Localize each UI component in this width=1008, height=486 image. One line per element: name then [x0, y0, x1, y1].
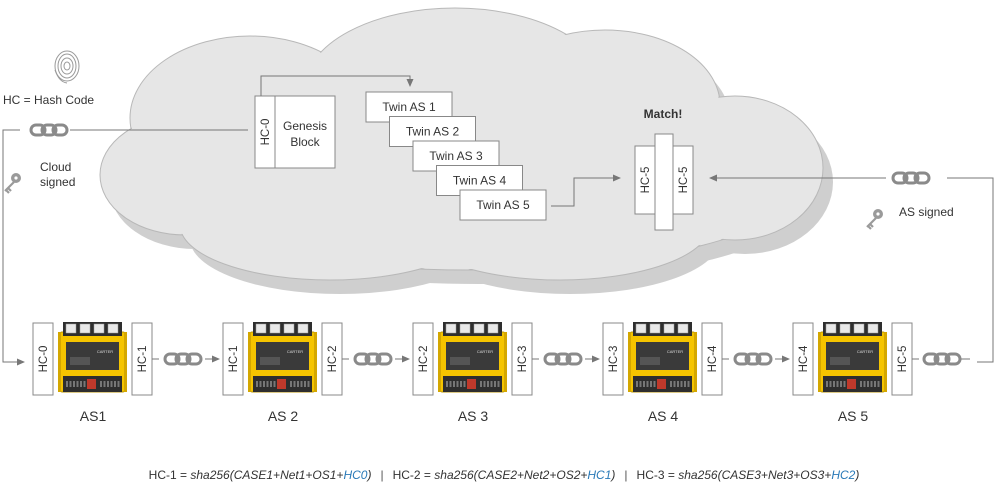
hc-in-box: HC-3 — [602, 322, 624, 396]
twin-label: Twin AS 2 — [406, 125, 460, 139]
as-label: AS 2 — [268, 408, 299, 424]
twin-to-match-arrow — [551, 174, 621, 207]
formula-3: HC-3 = sha256(CASE3+Net3+OS3+HC2) — [636, 468, 860, 482]
match-hc-right: HC-5 — [672, 145, 694, 215]
cloud-signed-label-1: Cloud — [40, 160, 71, 174]
hc-out-box: HC-3 — [511, 322, 533, 396]
twin-label: Twin AS 4 — [453, 174, 507, 188]
hc-in-label: HC-0 — [38, 346, 50, 373]
match-hc-left: HC-5 — [634, 145, 656, 215]
key-icon — [866, 209, 883, 230]
hc-out-label: HC-3 — [517, 346, 529, 373]
match-bar — [654, 133, 674, 231]
as-signed-label: AS signed — [899, 205, 954, 219]
chain-link-icon — [163, 352, 203, 366]
controller-device: CARTER — [248, 322, 317, 393]
hc-in-box: HC-0 — [32, 322, 54, 396]
hc-in-box: HC-4 — [792, 322, 814, 396]
chain-link-icon — [891, 171, 931, 185]
genesis-block: Genesis Block — [274, 95, 336, 169]
hc-out-label: HC-1 — [137, 346, 149, 373]
as-unit: HC-4 CARTER HC-5 AS 5 — [792, 322, 970, 424]
as-label: AS 3 — [458, 408, 489, 424]
hc-out-box: HC-1 — [131, 322, 153, 396]
hc-out-box: HC-2 — [321, 322, 343, 396]
fingerprint-icon — [54, 50, 80, 84]
twin-stack: Twin AS 1 Twin AS 2 Twin AS 3 Twin AS 4 Twin… — [365, 91, 547, 221]
genesis-block-label-2: Block — [290, 135, 320, 149]
controller-device: CARTER — [58, 322, 127, 393]
device-brand: CARTER — [857, 349, 873, 354]
as-unit: HC-3 CARTER HC-4 AS 4 — [602, 322, 790, 424]
cloud-signed-label-2: signed — [40, 175, 75, 189]
twin-label: Twin AS 3 — [429, 149, 483, 163]
key-icon — [4, 173, 21, 194]
device-brand: CARTER — [97, 349, 113, 354]
device-brand: CARTER — [667, 349, 683, 354]
hc-in-label: HC-2 — [418, 346, 430, 373]
chain-link-icon — [733, 352, 773, 366]
genesis-arrow — [260, 75, 414, 96]
chain-link-icon — [29, 123, 69, 137]
twin-label: Twin AS 5 — [476, 198, 530, 212]
hc-in-box: HC-2 — [412, 322, 434, 396]
as-label: AS 5 — [838, 408, 869, 424]
device-brand: CARTER — [287, 349, 303, 354]
hc-out-label: HC-2 — [327, 346, 339, 373]
formula-separator: | — [624, 468, 628, 482]
as-unit: HC-1 CARTER HC-2 AS 2 — [222, 322, 410, 424]
chain-link-icon — [353, 352, 393, 366]
as-label: AS 4 — [648, 408, 679, 424]
match-label: Match! — [644, 107, 683, 121]
controller-device: CARTER — [818, 322, 887, 393]
cloud-link-line — [2, 129, 248, 362]
twin-label: Twin AS 1 — [382, 100, 436, 114]
hc-in-label: HC-1 — [228, 346, 240, 373]
hash-code-legend: HC = Hash Code — [3, 93, 94, 107]
chain-link-icon — [922, 352, 962, 366]
genesis-hc-label: HC-0 — [260, 119, 272, 146]
hc-in-box: HC-1 — [222, 322, 244, 396]
as-label: AS1 — [80, 408, 107, 424]
controller-device: CARTER — [628, 322, 697, 393]
device-brand: CARTER — [477, 349, 493, 354]
genesis-block-label-1: Genesis — [283, 119, 327, 133]
formula-2: HC-2 = sha256(CASE2+Net2+OS2+HC1) — [392, 468, 616, 482]
hc-in-label: HC-3 — [608, 346, 620, 373]
hc-out-box: HC-4 — [701, 322, 723, 396]
formula-separator: | — [380, 468, 384, 482]
hc-out-label: HC-5 — [897, 346, 909, 373]
genesis-hc-box: HC-0 — [254, 95, 276, 169]
hc-out-box: HC-5 — [891, 322, 913, 396]
chain-link-icon — [543, 352, 583, 366]
match-hc-right-label: HC-5 — [678, 167, 690, 194]
as-link-line — [710, 178, 994, 363]
controller-device: CARTER — [438, 322, 507, 393]
hc-in-label: HC-4 — [798, 345, 810, 372]
twin-box: Twin AS 5 — [459, 189, 547, 221]
hc-out-label: HC-4 — [707, 345, 719, 372]
formula-1: HC-1 = sha256(CASE1+Net1+OS1+HC0) — [148, 468, 372, 482]
as-unit: HC-2 CARTER HC-3 AS 3 — [412, 322, 600, 424]
formula-line: HC-1 = sha256(CASE1+Net1+OS1+HC0) | HC-2 =… — [0, 468, 1008, 482]
match-hc-left-label: HC-5 — [640, 167, 652, 194]
